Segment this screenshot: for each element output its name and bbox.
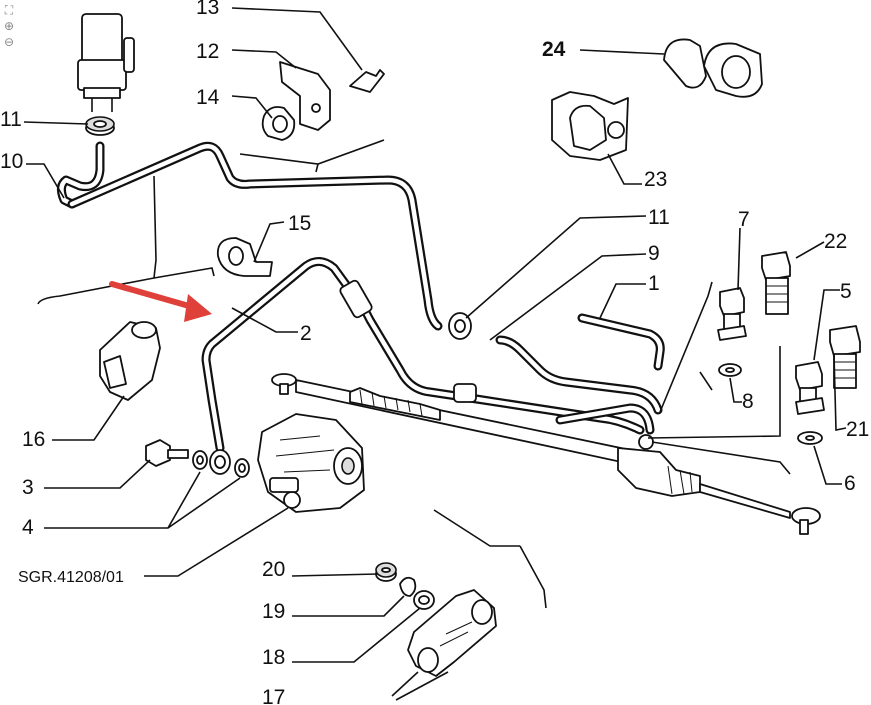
part-12-bracket[interactable] <box>279 61 331 131</box>
callout-9: 9 <box>648 242 660 265</box>
callout-21: 21 <box>846 418 869 441</box>
part-7-fitting[interactable] <box>717 287 747 341</box>
part-24-clip[interactable] <box>663 38 763 98</box>
part-4-washers[interactable] <box>192 449 250 478</box>
part-16-bracket[interactable] <box>99 321 161 401</box>
callout-10: 10 <box>0 150 23 173</box>
callout-4: 4 <box>22 516 34 539</box>
return-pipe[interactable] <box>67 141 443 331</box>
callout-2: 2 <box>300 322 312 345</box>
steering-pump[interactable] <box>257 413 365 513</box>
callout-16: 16 <box>22 428 45 451</box>
callout-15: 15 <box>288 212 311 235</box>
callout-5: 5 <box>840 280 852 303</box>
part-15-clamp[interactable] <box>216 237 273 277</box>
part-11-clip[interactable] <box>448 312 472 340</box>
reservoir-part[interactable] <box>77 13 135 112</box>
fit-screen-icon[interactable]: ⛶ <box>4 3 14 17</box>
callout-3: 3 <box>22 476 34 499</box>
part-22-union[interactable] <box>761 251 791 315</box>
callout-19: 19 <box>262 600 285 623</box>
part-2-pressure-pipe[interactable] <box>201 257 645 453</box>
callout-17: 17 <box>262 686 285 705</box>
part-5-fitting[interactable] <box>795 361 825 415</box>
zoom-in-icon[interactable]: ⊕ <box>3 19 15 33</box>
callout-22: 22 <box>824 230 847 253</box>
steering-rack[interactable] <box>271 373 821 535</box>
viewer-toolbar: ⛶ ⊕ ⊖ <box>2 3 18 49</box>
diagram-code: SGR.41208/01 <box>18 569 124 586</box>
part-20-nut[interactable] <box>375 562 397 582</box>
callout-18: 18 <box>262 646 285 669</box>
callout-12: 12 <box>196 40 219 63</box>
callout-8: 8 <box>742 390 754 413</box>
part-13-screw[interactable] <box>349 69 385 93</box>
part-6-washer[interactable] <box>797 431 823 445</box>
callout-7: 7 <box>738 208 750 231</box>
part-17-bracket[interactable] <box>407 589 497 677</box>
part-19-washer[interactable] <box>399 576 417 597</box>
part-11-nut[interactable] <box>85 116 115 136</box>
part-3-banjo-bolt[interactable] <box>145 439 189 467</box>
part-21-union[interactable] <box>829 325 861 389</box>
callout-1: 1 <box>648 272 660 295</box>
part-9-pipe[interactable] <box>495 335 663 435</box>
callout-13: 13 <box>196 0 219 19</box>
part-23-clip[interactable] <box>551 91 629 161</box>
zoom-out-icon[interactable]: ⊖ <box>3 35 15 49</box>
highlight-arrow-icon <box>109 281 212 322</box>
callout-6: 6 <box>844 472 856 495</box>
callout-11-top: 11 <box>0 108 22 131</box>
callout-20: 20 <box>262 558 285 581</box>
callout-11-right: 11 <box>648 206 670 229</box>
part-18-washer[interactable] <box>413 590 435 610</box>
part-8-washer[interactable] <box>718 363 742 377</box>
callout-14: 14 <box>196 86 220 109</box>
callout-24: 24 <box>542 38 566 61</box>
callout-23: 23 <box>644 168 667 191</box>
part-1-pipe[interactable] <box>577 313 665 371</box>
